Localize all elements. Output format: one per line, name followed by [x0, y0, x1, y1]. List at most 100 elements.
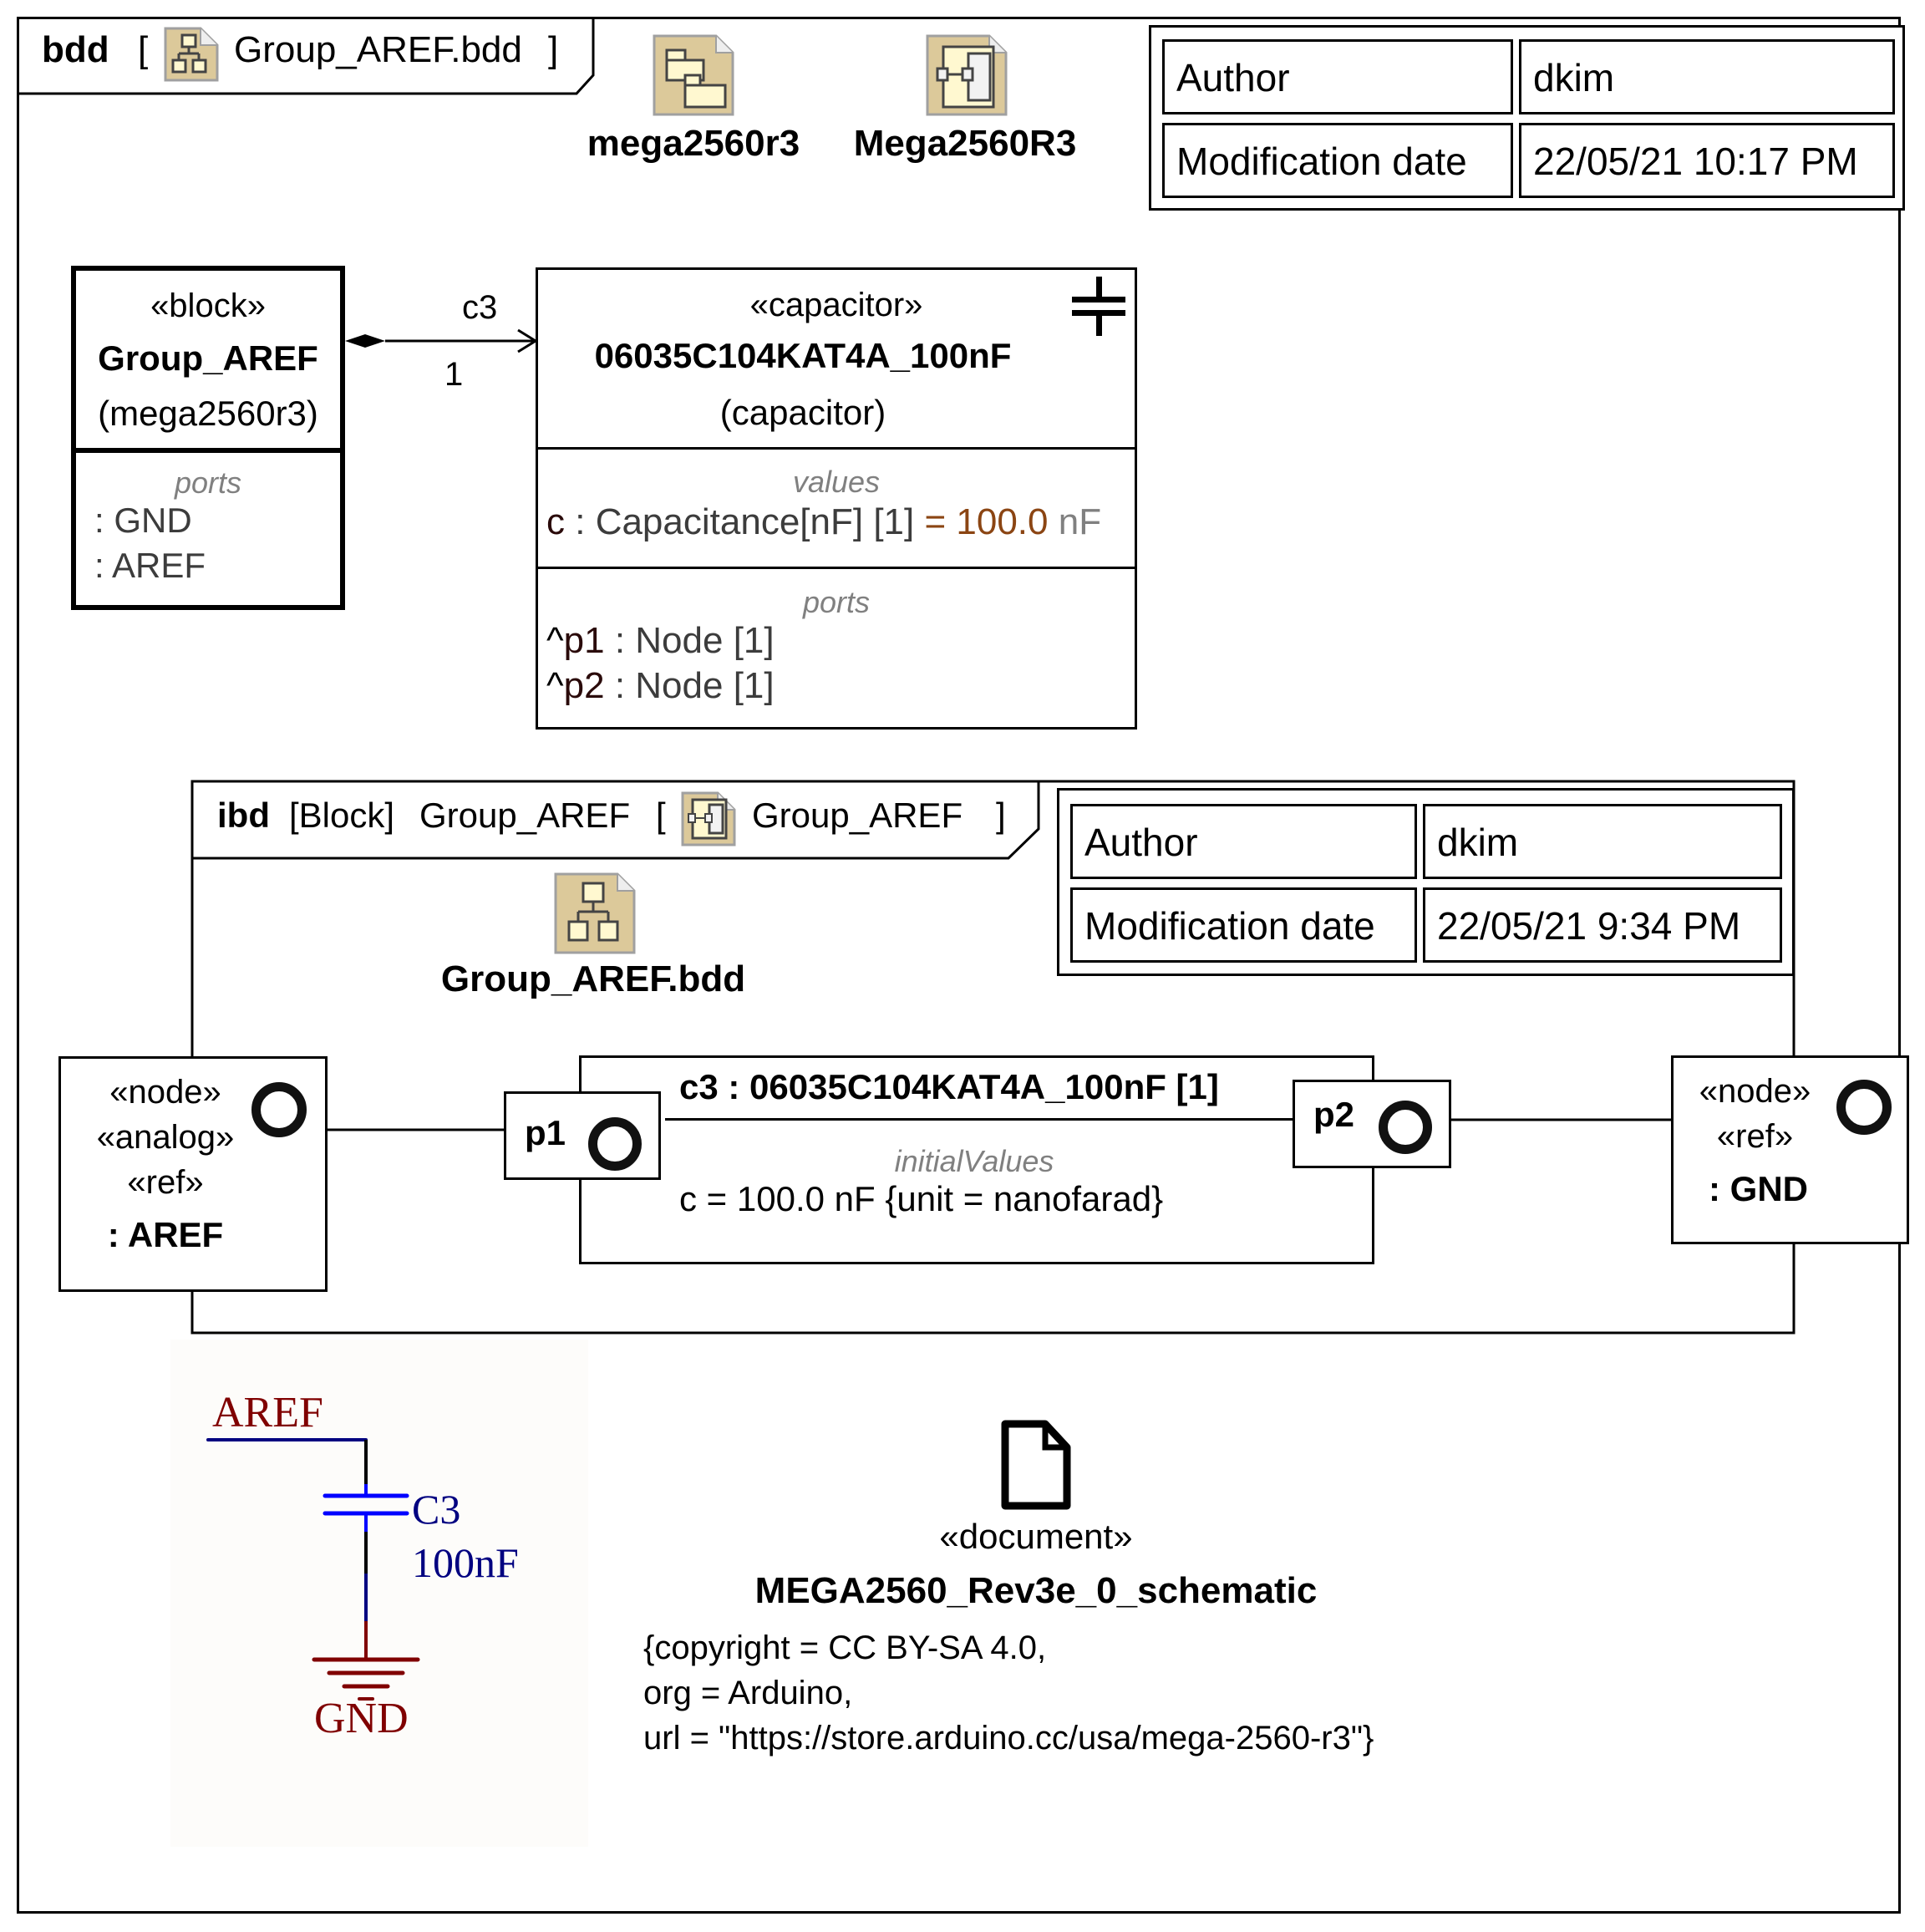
block-divider	[76, 448, 340, 453]
port-p1-label: p1	[525, 1113, 566, 1152]
ibd-meta-date-key-cell: Modification date	[1070, 887, 1417, 963]
aref-stereotype-node: «node»	[109, 1074, 221, 1111]
document-name: MEGA2560_Rev3e_0_schematic	[754, 1570, 1318, 1611]
part-divider	[665, 1118, 1372, 1121]
part-initial-value: c = 100.0 nF {unit = nanofarad}	[679, 1179, 1164, 1218]
node-gnd[interactable]: «node» «ref» : GND	[1671, 1055, 1909, 1244]
document-tag-org: org = Arduino,	[643, 1675, 853, 1711]
value-sep: :	[565, 501, 596, 542]
capacitor-divider-2	[538, 567, 1135, 569]
gnd-stereotype-ref: «ref»	[1716, 1118, 1794, 1155]
value-multiplicity: [1]	[863, 501, 925, 542]
port-caret: ^	[546, 665, 564, 706]
aref-stereotype-ref: «ref»	[127, 1164, 204, 1201]
ibd-frame-qualifier: [Block]	[289, 796, 395, 835]
value-name: c	[546, 501, 565, 542]
document-tag-url: url = "https://store.arduino.cc/usa/mega…	[643, 1720, 1374, 1757]
value-type: Capacitance[nF]	[595, 501, 864, 542]
ibd-frame-open-bracket: [	[656, 796, 666, 835]
value-number: 100.0	[956, 501, 1049, 542]
port-type: : Node [1]	[604, 665, 775, 706]
package-link[interactable]: mega2560r3	[576, 33, 810, 164]
port-name: p1	[563, 620, 605, 661]
block-capacitor[interactable]: «capacitor» 06035C104KAT4A_100nF (capaci…	[536, 267, 1137, 730]
port-type: : Node [1]	[604, 620, 775, 661]
ibd-frame-context-name: Group_AREF	[752, 796, 963, 835]
capacitor-stereotype: «capacitor»	[749, 287, 923, 323]
block-name: Group_AREF	[98, 338, 318, 378]
ibd-link[interactable]: Mega2560R3	[848, 33, 1082, 162]
bdd-meta-author-value-cell: dkim	[1519, 39, 1895, 114]
block-owner: (mega2560r3)	[98, 394, 318, 433]
part-compartment-header: initialValues	[894, 1144, 1054, 1178]
schematic-ref-des: C3	[412, 1486, 461, 1533]
gnd-stereotype-node: «node»	[1699, 1073, 1811, 1110]
document-element[interactable]: «document» MEGA2560_Rev3e_0_schematic {c…	[618, 1412, 1437, 1763]
port-caret: ^	[546, 620, 564, 661]
bdd-diagram-icon[interactable]	[164, 27, 219, 82]
block-group-aref[interactable]: «block» Group_AREF (mega2560r3) ports : …	[71, 266, 345, 610]
schematic-value: 100nF	[412, 1539, 519, 1586]
aref-name: : AREF	[107, 1215, 224, 1254]
document-stereotype: «document»	[939, 1517, 1133, 1556]
bdd-meta-author-key: Author	[1176, 56, 1290, 99]
schematic-image: AREF C3 100nF GND	[170, 1340, 588, 1847]
gnd-name: : GND	[1709, 1169, 1808, 1208]
bdd-frame	[17, 17, 1901, 1914]
ibd-diagram-icon	[925, 33, 1008, 117]
association-multiplicity: 1	[444, 356, 464, 393]
bdd-frame-close-bracket: ]	[548, 29, 559, 70]
bdd-frame-open-bracket: [	[138, 29, 149, 70]
bdd-meta-date-value: 22/05/21 10:17 PM	[1533, 140, 1858, 183]
value-equals: =	[924, 501, 957, 542]
package-link-label: mega2560r3	[587, 123, 800, 164]
schematic-net-aref: AREF	[212, 1389, 323, 1436]
ibd-meta-author-value: dkim	[1437, 821, 1519, 864]
ibd-context-icon[interactable]	[681, 791, 736, 847]
association-role-label: c3	[462, 289, 498, 326]
ibd-meta-author-key: Author	[1084, 821, 1198, 864]
port-p2[interactable]: p2	[1293, 1080, 1451, 1168]
document-icon	[998, 1419, 1074, 1513]
capacitor-port-p1: ^p1 : Node [1]	[546, 623, 775, 659]
ibd-meta-author-key-cell: Author	[1070, 804, 1417, 879]
ibd-frame-block-name: Group_AREF	[419, 796, 631, 835]
bdd-meta-date-key-cell: Modification date	[1162, 123, 1513, 198]
bdd-diagram-link[interactable]: Group_AREF.bdd	[418, 872, 769, 999]
block-port-gnd: : GND	[94, 501, 192, 540]
bdd-meta-author-value: dkim	[1533, 56, 1615, 99]
block-ports-header: ports	[174, 465, 242, 500]
node-port-circle-icon	[1836, 1080, 1892, 1135]
capacitor-values-header: values	[792, 465, 881, 499]
capacitor-name: 06035C104KAT4A_100nF	[594, 336, 1012, 375]
package-icon	[652, 33, 735, 117]
ibd-meta-date-value-cell: 22/05/21 9:34 PM	[1423, 887, 1782, 963]
document-tag-copyright: {copyright = CC BY-SA 4.0,	[643, 1629, 1047, 1666]
bdd-meta-date-key: Modification date	[1176, 140, 1467, 183]
block-port-aref: : AREF	[94, 546, 206, 585]
ibd-frame-close-bracket: ]	[996, 796, 1006, 835]
port-p1[interactable]: p1	[504, 1091, 661, 1180]
value-unit: nF	[1048, 501, 1102, 542]
schematic-wiring	[206, 1438, 420, 1701]
port-p2-label: p2	[1313, 1095, 1355, 1134]
bdd-frame-diagram-name: Group_AREF.bdd	[234, 29, 522, 70]
bdd-diagram-icon	[553, 872, 637, 955]
aref-stereotype-analog: «analog»	[96, 1119, 235, 1156]
ibd-frame-kind: ibd	[217, 796, 270, 835]
bdd-diagram-link-label: Group_AREF.bdd	[440, 958, 746, 999]
capacitor-symbol-icon	[1069, 277, 1128, 337]
ibd-meta-table: Author dkim Modification date 22/05/21 9…	[1057, 788, 1795, 976]
part-c3[interactable]: c3 : 06035C104KAT4A_100nF [1] initialVal…	[579, 1055, 1374, 1264]
capacitor-value-row: c : Capacitance[nF] [1] = 100.0 nF	[546, 504, 1101, 541]
bdd-meta-author-key-cell: Author	[1162, 39, 1513, 114]
capacitor-divider-1	[538, 447, 1135, 450]
block-stereotype: «block»	[150, 287, 266, 324]
port-circle-icon	[1379, 1101, 1432, 1154]
node-aref[interactable]: «node» «analog» «ref» : AREF	[58, 1056, 328, 1292]
capacitor-port-p2: ^p2 : Node [1]	[546, 668, 775, 704]
capacitor-owner: (capacitor)	[719, 393, 886, 432]
